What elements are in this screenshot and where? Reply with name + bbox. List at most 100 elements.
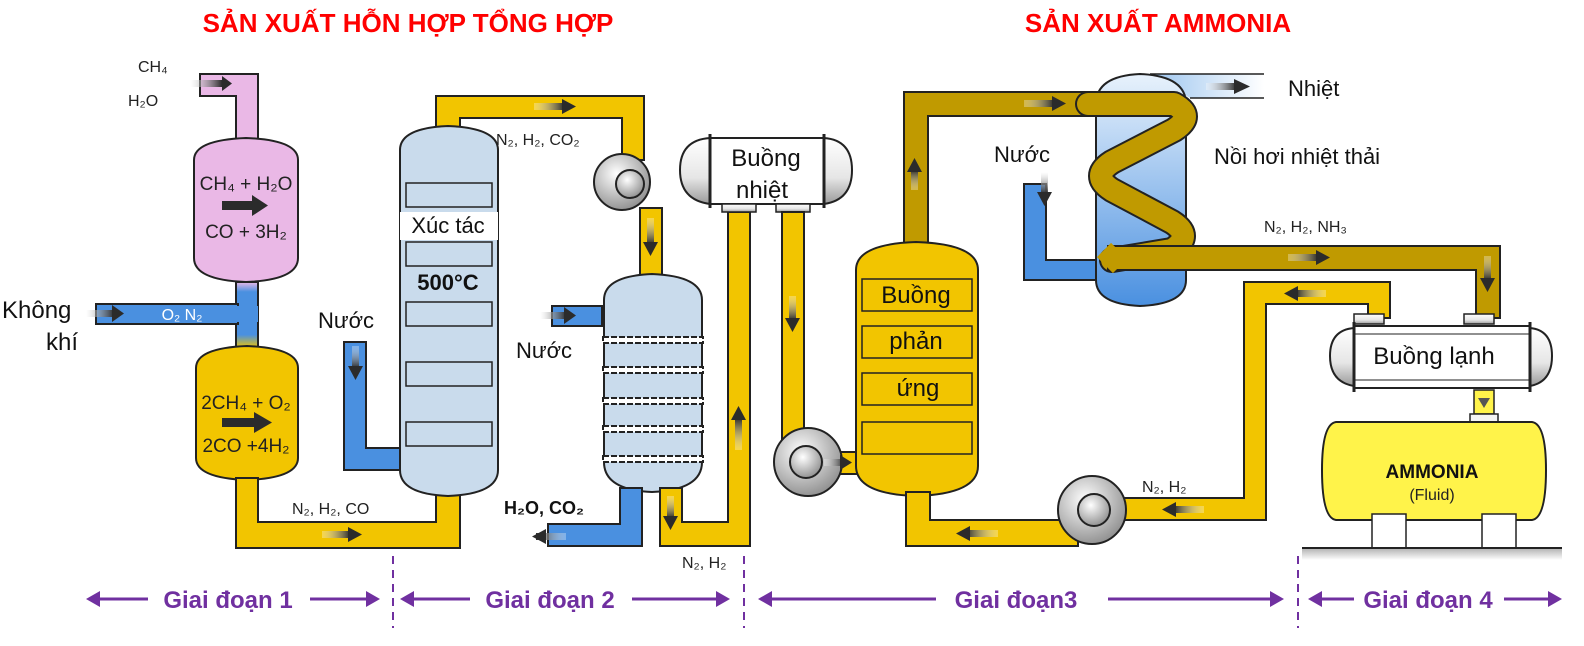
reactor-bed bbox=[861, 325, 973, 359]
arrow-icon bbox=[1296, 290, 1326, 297]
shift-outlet-label: N₂, H₂, CO₂ bbox=[496, 132, 580, 149]
arrow-icon bbox=[966, 530, 998, 537]
arrow-right-icon bbox=[348, 527, 362, 542]
arrow-right-icon bbox=[1548, 591, 1562, 607]
arrow-right-icon bbox=[840, 455, 852, 470]
primary-reaction-products: CO + 3H₂ bbox=[205, 222, 287, 243]
heat-chamber-left-cap bbox=[678, 136, 711, 206]
absorber-tray bbox=[602, 425, 704, 433]
stage-3-indicator: Giai đoạn3 bbox=[758, 587, 1284, 614]
reactor-label-3: ứng bbox=[897, 375, 940, 402]
waste-outlet-label: H₂O, CO₂ bbox=[504, 498, 584, 518]
pump-3-hub bbox=[1077, 493, 1111, 527]
stage1-group: CH₄ H₂O CH₄ + H₂O CO + 3H₂ O₂ N₂ Không k… bbox=[2, 59, 461, 549]
arrow-icon bbox=[1288, 254, 1318, 261]
arrow-icon bbox=[1024, 100, 1054, 107]
stage4-group: Buồng lạnh AMMONIA (Fluid) bbox=[1302, 313, 1562, 560]
stage-2-indicator: Giai đoạn 2 bbox=[400, 587, 730, 614]
secondary-reaction-reactants: 2CH₄ + O₂ bbox=[201, 393, 291, 414]
air-label-line2: khí bbox=[46, 329, 78, 356]
catalyst-bed bbox=[405, 421, 493, 447]
reactor-label-2: phản bbox=[889, 328, 942, 355]
floor bbox=[1302, 548, 1562, 560]
tank-support bbox=[1481, 513, 1517, 549]
catalyst-label: Xúc tác bbox=[411, 213, 484, 238]
stage3-group: Buồng nhiệt Buồng phản ứng bbox=[678, 72, 1501, 547]
arrow-left-icon bbox=[956, 526, 970, 541]
stage-1-indicator: Giai đoạn 1 bbox=[86, 587, 380, 614]
arrow-icon bbox=[86, 310, 114, 317]
stage-2-label: Giai đoạn 2 bbox=[485, 587, 614, 614]
arrow-icon bbox=[1174, 506, 1204, 513]
primary-reaction-reactants: CH₄ + H₂O bbox=[200, 174, 293, 195]
catalyst-bed bbox=[405, 241, 493, 267]
arrow-down-icon bbox=[785, 318, 800, 332]
arrow-left-icon bbox=[1284, 286, 1298, 301]
ammonia-storage-tank bbox=[1320, 421, 1548, 521]
recycle-return-pipe bbox=[905, 491, 1079, 547]
air-pipe-join bbox=[236, 306, 258, 322]
arrow-icon bbox=[824, 459, 844, 466]
arrow-right-icon bbox=[562, 99, 576, 114]
arrow-down-icon bbox=[348, 366, 363, 380]
arrow-left-icon bbox=[1162, 502, 1176, 517]
cooler-nozzle bbox=[1353, 313, 1385, 325]
arrow-icon bbox=[647, 218, 654, 244]
absorber-trays bbox=[602, 336, 704, 463]
arrow-right-icon bbox=[1316, 250, 1330, 265]
arrow-right-icon bbox=[1052, 96, 1066, 111]
coil-join bbox=[1096, 242, 1128, 274]
cooler-right-cap bbox=[1529, 326, 1554, 388]
cooler-nozzle bbox=[1463, 313, 1495, 325]
tank-nozzle bbox=[1469, 413, 1499, 423]
reactor-bed bbox=[861, 278, 973, 312]
arrow-icon bbox=[789, 296, 796, 320]
cooler-body bbox=[1353, 325, 1531, 389]
arrow-left-icon bbox=[758, 591, 772, 607]
recycle-label: N₂, H₂ bbox=[1142, 479, 1186, 496]
inlet-ch4-label: CH₄ bbox=[138, 59, 168, 76]
stage-3-label: Giai đoạn3 bbox=[955, 587, 1078, 614]
arrow-right-icon bbox=[1234, 79, 1250, 94]
arrow-icon bbox=[1484, 256, 1491, 280]
arrow-down-icon bbox=[1478, 398, 1490, 408]
inlet-h2o-label: H₂O bbox=[128, 93, 158, 110]
coil-fill bbox=[1077, 93, 1196, 271]
reactor-bed bbox=[861, 421, 973, 455]
arrow-icon bbox=[534, 103, 564, 110]
title-ammonia-production: SẢN XUẤT AMMONIA bbox=[1025, 8, 1291, 38]
arrow-right-icon bbox=[112, 305, 124, 322]
stage-4-indicator: Giai đoạn 4 bbox=[1308, 587, 1562, 614]
reactor-outlet-pipe bbox=[903, 91, 1091, 253]
cooler-label: Buồng lạnh bbox=[1373, 343, 1494, 370]
arrow-icon bbox=[1206, 83, 1236, 90]
catalyst-bed bbox=[405, 301, 493, 327]
heat-chamber-outlet-pipe bbox=[781, 211, 805, 453]
arrow-left-icon bbox=[1308, 591, 1322, 607]
absorber-tray bbox=[602, 397, 704, 405]
water-label-2: Nước bbox=[516, 338, 572, 363]
arrow-down-icon bbox=[1037, 192, 1052, 206]
arrow-left-icon bbox=[400, 591, 414, 607]
secondary-reformer-vessel bbox=[195, 344, 299, 482]
ammonia-tank-sublabel: (Fluid) bbox=[1409, 487, 1454, 504]
water-label-1: Nước bbox=[318, 308, 374, 333]
arrow-icon bbox=[322, 531, 350, 538]
temperature-label: 500°C bbox=[417, 270, 479, 295]
reaction-arrow-head-icon bbox=[252, 195, 268, 216]
pump-1-hub bbox=[615, 169, 645, 199]
boiler-label: Nồi hơi nhiệt thải bbox=[1214, 144, 1380, 169]
arrow-icon bbox=[1041, 172, 1048, 194]
arrow-icon bbox=[190, 80, 222, 87]
catalyst-bed bbox=[405, 182, 493, 208]
air-label-line1: Không bbox=[2, 297, 71, 324]
stage-1-label: Giai đoạn 1 bbox=[163, 587, 292, 614]
absorber-tray bbox=[602, 336, 704, 344]
heat-chamber-right-cap bbox=[823, 136, 854, 206]
waste-outlet-pipe bbox=[547, 487, 643, 547]
reactor-bed bbox=[861, 372, 973, 406]
arrow-down-icon bbox=[663, 516, 678, 530]
arrow-up-icon bbox=[731, 406, 746, 420]
heat-out-label: Nhiệt bbox=[1288, 76, 1339, 101]
catalyst-bed bbox=[405, 361, 493, 387]
